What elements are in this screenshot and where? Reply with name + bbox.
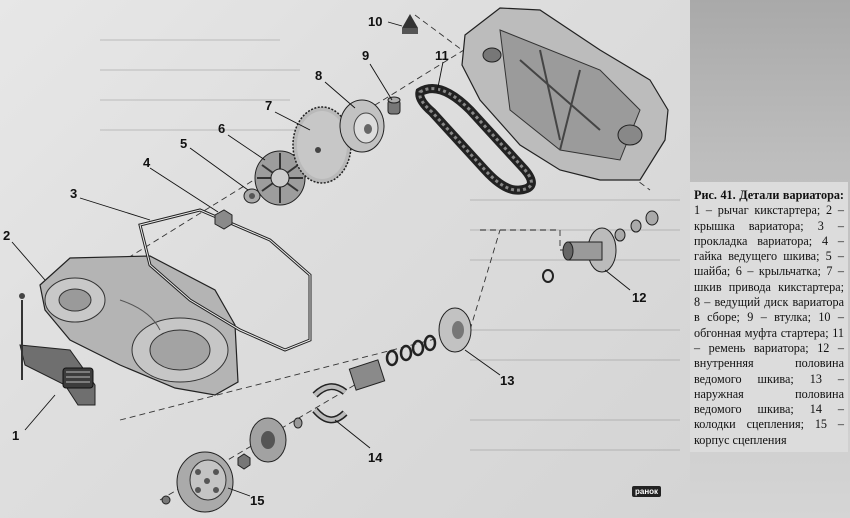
bushing (387, 96, 401, 115)
variator-gasket (138, 208, 312, 352)
caption-body: 1 – рычаг кикстартера; 2 – крышка вариат… (694, 203, 844, 447)
callout-13: 13 (500, 373, 514, 388)
callout-14: 14 (368, 450, 383, 465)
clutch-drive-plate (237, 417, 287, 470)
callout-12: 12 (632, 290, 646, 305)
callout-9: 9 (362, 48, 369, 63)
crankcase-half (461, 7, 669, 181)
leader-lines (11, 21, 631, 497)
callout-5: 5 (180, 136, 187, 151)
kickstarter-lever (19, 293, 96, 406)
callout-8: 8 (315, 68, 322, 83)
callout-3: 3 (70, 186, 77, 201)
clutch-shoes (293, 383, 348, 429)
drive-pulley-nut (214, 209, 233, 230)
callout-6: 6 (218, 121, 225, 136)
publisher-logo: ранок (632, 486, 662, 497)
drive-disk-assembly (339, 99, 385, 153)
starter-one-way-clutch (402, 14, 418, 34)
variator-cover (39, 255, 239, 396)
callout-11: 11 (435, 48, 449, 63)
variator-belt (415, 84, 536, 195)
callout-10: 10 (368, 14, 382, 29)
callout-4: 4 (143, 155, 151, 170)
figure-caption: Рис. 41. Детали вариатора: 1 – рычаг кик… (690, 182, 848, 453)
callout-2: 2 (3, 228, 10, 243)
exploded-view-figure: 10 9 8 11 7 6 5 4 3 2 1 12 13 14 15 рано… (0, 0, 690, 518)
driven-pulley-inner-half (542, 210, 659, 283)
variator-exploded-diagram: 10 9 8 11 7 6 5 4 3 2 1 12 13 14 15 (3, 7, 680, 513)
callout-15: 15 (250, 493, 264, 508)
washer (243, 188, 261, 204)
driven-pulley-outer-half (348, 307, 472, 391)
impeller (254, 150, 306, 206)
caption-title: Рис. 41. Детали вариатора: (694, 188, 844, 202)
callout-7: 7 (265, 98, 272, 113)
clutch-housing (161, 451, 234, 513)
callout-1: 1 (12, 428, 19, 443)
